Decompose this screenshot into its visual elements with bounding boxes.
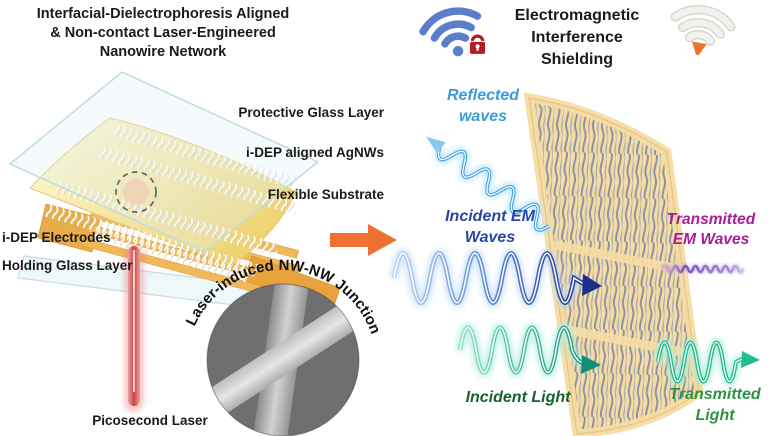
right-title: Electromagnetic Interference Shielding <box>514 7 640 68</box>
laser-beam <box>124 246 144 412</box>
label-aligned-agnws: i-DEP aligned AgNWs <box>245 145 384 160</box>
label-holding-glass: Holding Glass Layer <box>2 258 133 273</box>
incident-em-wave <box>394 253 602 303</box>
label-transmitted-em-waves: Transmitted EM Waves <box>666 211 756 248</box>
incident-light-wave <box>460 328 601 375</box>
label-flexible-substrate: Flexible Substrate <box>267 187 384 202</box>
device-schematic: Laser-induced NW-NW Junction <box>8 71 384 436</box>
wifi-attenuated-icon <box>670 4 736 56</box>
label-incident-em-waves: Incident EM Waves <box>445 208 535 246</box>
transmitted-light-wave <box>658 343 760 382</box>
wifi-secure-icon <box>419 7 487 57</box>
sem-junction-inset: Laser-induced NW-NW Junction <box>183 257 384 436</box>
label-idep-electrodes: i-DEP Electrodes <box>2 230 111 245</box>
label-protective-glass: Protective Glass Layer <box>238 105 384 120</box>
label-transmitted-light: Transmitted Light <box>669 386 761 424</box>
transmitted-em-wave <box>663 266 743 272</box>
process-arrow <box>330 224 397 256</box>
label-picosecond-laser: Picosecond Laser <box>92 413 208 428</box>
wifi-weak-dot <box>692 41 707 56</box>
label-reflected-waves: Reflected waves <box>446 87 520 125</box>
label-incident-light: Incident Light <box>465 389 571 406</box>
protective-glass-layer <box>8 71 320 253</box>
reflected-wave <box>426 129 554 234</box>
junction-zoom-circle <box>115 171 157 213</box>
left-title: Interfacial-Dielectrophoresis Aligned & … <box>36 6 290 60</box>
laser-spot <box>123 179 149 205</box>
lock-icon <box>469 34 487 55</box>
